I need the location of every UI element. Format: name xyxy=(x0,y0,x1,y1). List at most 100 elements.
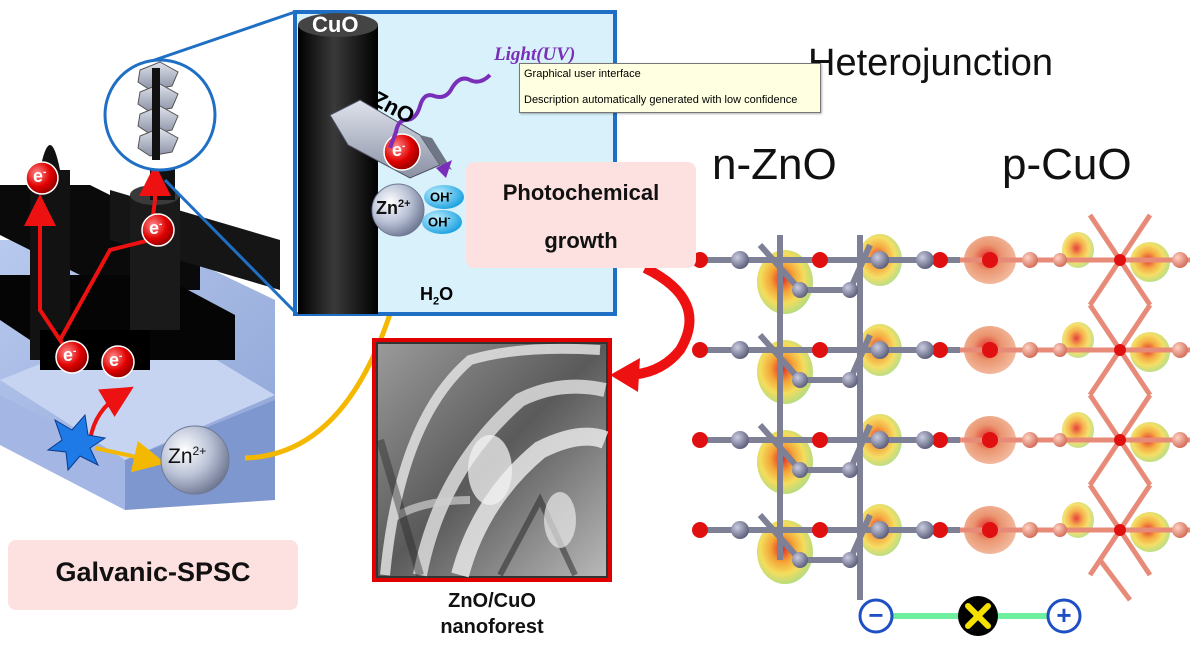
zoom-callout xyxy=(103,10,297,314)
electron-label-3: e- xyxy=(63,345,77,365)
charge-density-blob xyxy=(757,250,813,314)
bias-indicator xyxy=(858,596,1082,636)
zinc-atom xyxy=(916,521,934,539)
zinc-atom xyxy=(792,462,808,478)
copper-atom xyxy=(1053,433,1067,447)
zinc-atom xyxy=(792,282,808,298)
oxygen-atom xyxy=(932,432,948,448)
zinc-atom xyxy=(842,282,858,298)
electron-label-1: e- xyxy=(33,166,47,186)
oxygen-atom xyxy=(692,522,708,538)
copper-atom xyxy=(1053,253,1067,267)
heterojunction-title: Heterojunction xyxy=(808,42,1054,84)
electron-label-2: e- xyxy=(149,218,163,238)
oxygen-atom xyxy=(932,252,948,268)
sem-image xyxy=(378,344,606,576)
copper-atom xyxy=(1172,522,1188,538)
oxygen-atom xyxy=(1114,254,1126,266)
zn-ion-sphere xyxy=(160,425,230,495)
zinc-atom xyxy=(842,462,858,478)
zinc-atom xyxy=(731,251,749,269)
oxygen-atom xyxy=(982,342,998,358)
copper-atom xyxy=(1172,252,1188,268)
photochemical-line2: growth xyxy=(544,228,618,253)
oh-ion-2 xyxy=(422,210,462,234)
oxygen-atom xyxy=(692,432,708,448)
copper-atom xyxy=(1022,522,1038,538)
zinc-atom xyxy=(792,372,808,388)
oxygen-atom xyxy=(982,522,998,538)
nanoforest-line1: ZnO/CuO xyxy=(448,590,536,612)
uv-wave-icon xyxy=(388,73,492,149)
zinc-atom xyxy=(871,251,889,269)
oxygen-atom xyxy=(1114,434,1126,446)
heterojunction-lattice xyxy=(692,213,1190,602)
charge-density-blob xyxy=(757,520,813,584)
cuo-nanowire xyxy=(298,13,378,314)
electron-markers xyxy=(25,161,175,379)
oxygen-atom xyxy=(932,342,948,358)
zinc-atom xyxy=(916,431,934,449)
light-label: Light(UV) xyxy=(494,44,576,65)
zinc-atom xyxy=(916,341,934,359)
zn-ion-label: Zn2+ xyxy=(168,444,207,468)
oxygen-atom xyxy=(692,252,708,268)
copper-atom xyxy=(1053,343,1067,357)
zno-nanorod-stack xyxy=(137,61,179,160)
zinc-atom xyxy=(792,552,808,568)
copper-atom xyxy=(1172,342,1188,358)
copper-atom xyxy=(1053,523,1067,537)
zinc-atom xyxy=(916,251,934,269)
copper-atom xyxy=(1022,342,1038,358)
zinc-atom xyxy=(871,341,889,359)
zinc-atom xyxy=(731,341,749,359)
tooltip-line2: Description automatically generated with… xyxy=(524,94,798,106)
oh-label-2: OH- xyxy=(428,213,451,230)
oxygen-atom xyxy=(982,432,998,448)
alt-text-tooltip: Graphical user interface Description aut… xyxy=(519,63,821,113)
uv-arrowhead xyxy=(436,160,452,178)
electron-label-inset: e- xyxy=(392,140,406,160)
oh-label-1: OH- xyxy=(430,188,453,205)
cuo-label: CuO xyxy=(312,12,359,37)
plus-icon xyxy=(1046,598,1082,634)
charge-density-blob xyxy=(757,340,813,404)
electron-label-4: e- xyxy=(109,350,123,370)
tooltip-line1: Graphical user interface xyxy=(524,68,641,80)
n-zno-label: n-ZnO xyxy=(712,140,837,189)
copper-atom xyxy=(1172,432,1188,448)
charge-density-blob xyxy=(1062,502,1094,538)
oh-ion-1 xyxy=(424,185,464,209)
oxygen-atom xyxy=(982,252,998,268)
oxygen-atom xyxy=(1114,344,1126,356)
zinc-atom xyxy=(871,521,889,539)
spark-icon xyxy=(46,413,107,472)
bond xyxy=(1098,558,1132,602)
zinc-atom xyxy=(731,521,749,539)
copper-atom xyxy=(1022,432,1038,448)
zn-ion-inset xyxy=(371,183,425,237)
oxygen-atom xyxy=(812,522,828,538)
zinc-atom xyxy=(871,431,889,449)
plus-sign: + xyxy=(1056,600,1072,630)
nanoforest-line2: nanoforest xyxy=(440,616,544,638)
galvanic-box xyxy=(8,540,298,610)
water-label: H2O xyxy=(420,284,454,308)
charge-density-blob xyxy=(757,430,813,494)
electron-1 xyxy=(25,161,59,195)
charge-density-blob xyxy=(1062,232,1094,268)
photochemical-line1: Photochemical xyxy=(502,180,660,205)
oxygen-atom xyxy=(812,342,828,358)
growth-arrowhead xyxy=(610,358,640,392)
photochemical-box xyxy=(466,162,696,268)
copper-atom xyxy=(1022,252,1038,268)
minus-icon xyxy=(858,598,894,634)
charge-density-blob xyxy=(1062,322,1094,358)
electron-4 xyxy=(101,345,135,379)
electron-2 xyxy=(141,213,175,247)
growth-arrow xyxy=(624,263,695,380)
zinc-atom xyxy=(731,431,749,449)
oxygen-atom xyxy=(812,252,828,268)
electron-3 xyxy=(55,340,89,374)
